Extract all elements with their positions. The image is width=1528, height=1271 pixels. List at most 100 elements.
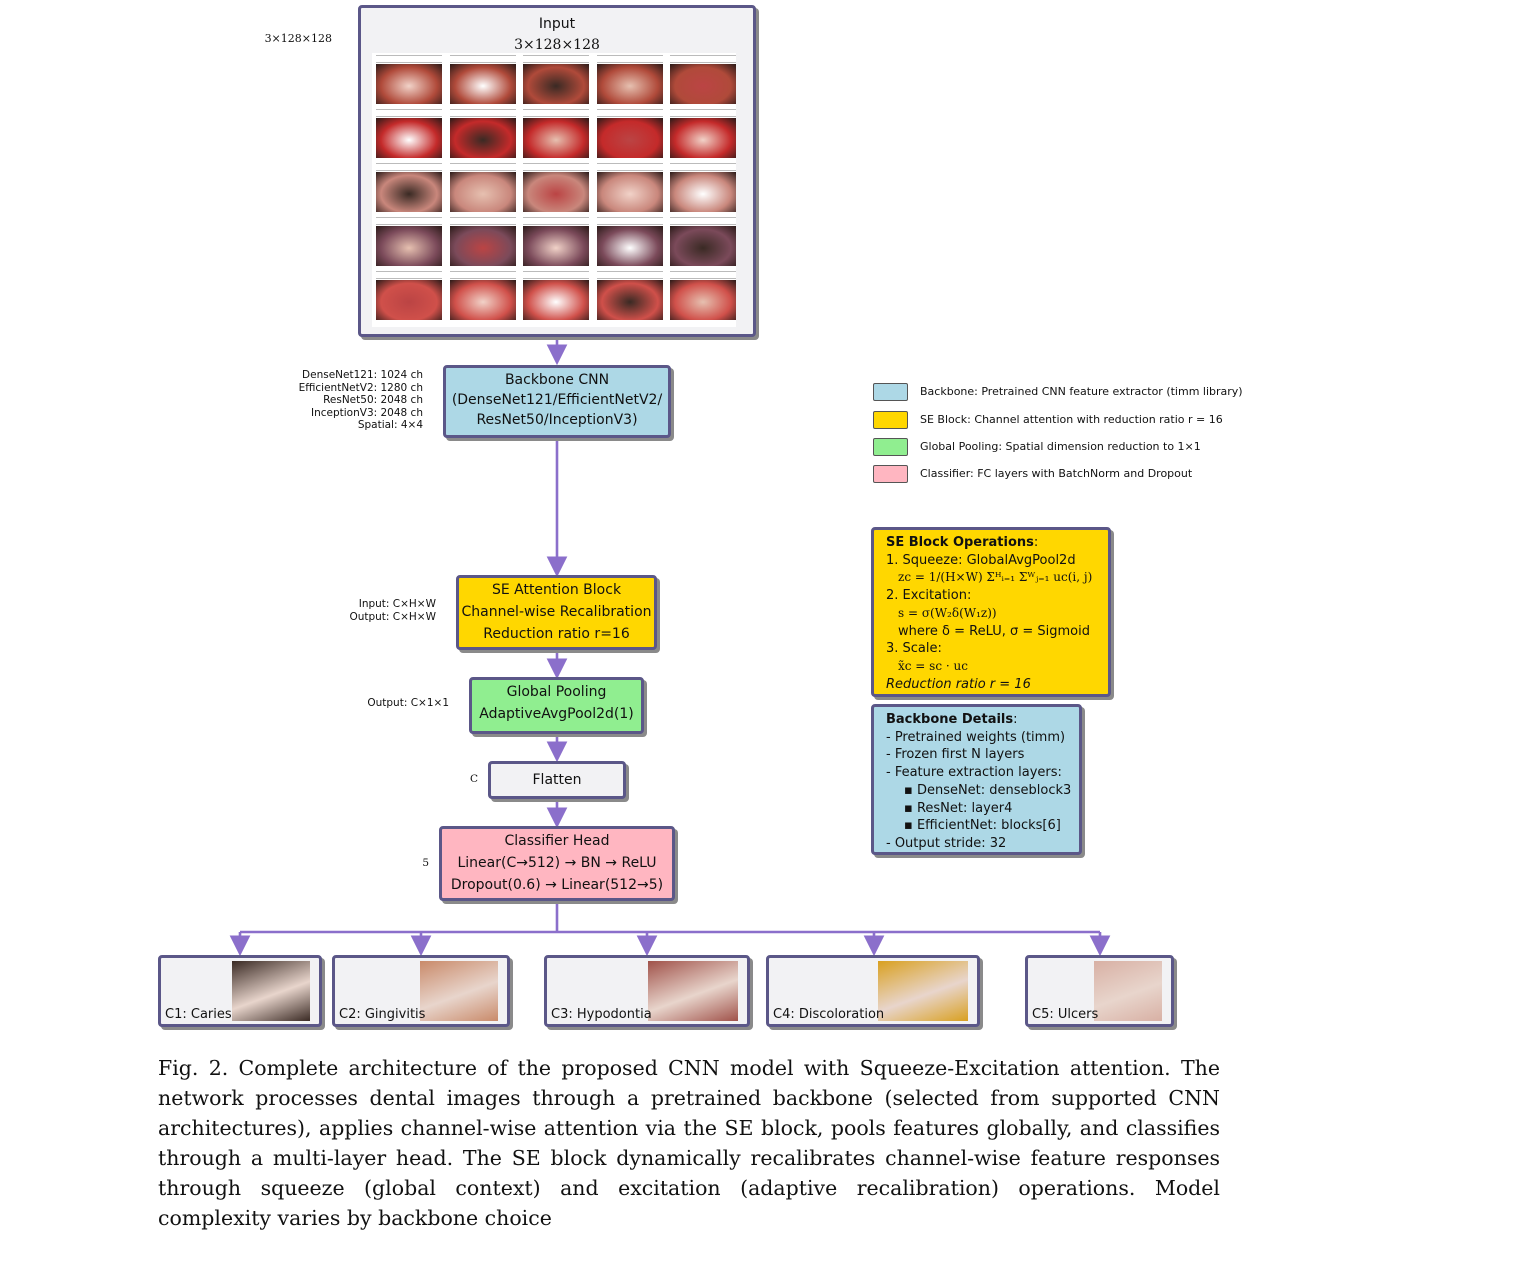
class-label: C3: Hypodontia [551,1007,652,1022]
sample-image [376,118,442,158]
sample-image [449,172,516,212]
sample-image [376,280,442,320]
backbone-details-line: - Output stride: 32 [886,835,1007,851]
sample-caption-mark [596,163,663,171]
sample-caption-mark [449,109,516,117]
class-thumbnail-image [420,961,498,1021]
se-ops-line: 2. Excitation: [886,588,972,604]
backbone-details-line: ▪ EfficientNet: blocks[6] [904,818,1061,834]
sample-image [449,64,516,104]
sample-caption-mark [670,163,736,171]
sample-caption-mark [449,271,516,279]
sample-image [449,118,516,158]
sample-image [523,118,589,158]
sample-image [523,172,589,212]
legend-swatch [873,438,908,456]
backbone-side-notes: DenseNet121: 1024 ch EfficientNetV2: 128… [262,369,423,432]
se-title: SE Attention Block [491,582,622,598]
backbone-details-title: Backbone Details: [886,712,1018,727]
sample-image [523,226,589,266]
class-label: C1: Caries [165,1007,232,1022]
legend-swatch [873,411,908,429]
sample-image-grid [372,53,736,327]
backbone-details-line: - Feature extraction layers: [886,765,1062,781]
output-class-c2: C2: Gingivitis [332,955,510,1027]
sample-caption-mark [670,55,736,63]
backbone-details-line: ▪ DenseNet: denseblock3 [904,782,1072,798]
output-class-c5: C5: Ulcers [1025,955,1174,1027]
sample-caption-mark [670,271,736,279]
sample-image [596,64,663,104]
backbone-details-panel: Backbone Details: - Pretrained weights (… [871,704,1082,855]
sample-caption-mark [596,217,663,225]
sample-caption-mark [376,109,442,117]
backbone-details-line: - Pretrained weights (timm) [886,729,1066,745]
sample-caption-mark [376,271,442,279]
sample-image [376,226,442,266]
sample-caption-mark [670,109,736,117]
legend-swatch [873,383,908,401]
legend-text: SE Block: Channel attention with reducti… [920,413,1223,426]
input-side-label: 3×128×128 [264,32,332,45]
sample-caption-mark [523,163,589,171]
sample-image [670,280,736,320]
legend-swatch [873,465,908,483]
sample-image [523,280,589,320]
sample-image [523,64,589,104]
se-ops-line: where δ = ReLU, σ = Sigmoid [898,623,1090,639]
se-attention-box: SE Attention Block Channel-wise Recalibr… [456,575,657,650]
se-operations-panel: SE Block Operations: 1. Squeeze: GlobalA… [871,527,1111,697]
se-side-notes: Input: C×H×W Output: C×H×W [300,598,436,623]
sample-image [449,226,516,266]
output-class-c4: C4: Discoloration [766,955,980,1027]
global-pooling-box: Global Pooling AdaptiveAvgPool2d(1) [469,677,644,734]
backbone-line3: ResNet50/InceptionV3) [476,412,638,428]
backbone-box: Backbone CNN (DenseNet121/EfficientNetV2… [443,365,671,438]
classifier-title: Classifier Head [504,833,610,849]
sample-image [596,118,663,158]
sample-image [670,118,736,158]
sample-image [596,172,663,212]
output-class-c1: C1: Caries [158,955,322,1027]
backbone-side-line: DenseNet121: 1024 ch [302,369,423,381]
sample-image [670,172,736,212]
flatten-box: Flatten [488,761,626,799]
se-ops-formula: zc = 1/(H×W) Σᴴᵢ₌₁ Σᵂⱼ₌₁ uc(i, j) [898,570,1093,585]
se-line2: Channel-wise Recalibration [461,604,652,620]
flatten-side-note: C [469,773,478,785]
sample-caption-mark [670,217,736,225]
backbone-side-line: Spatial: 4×4 [357,419,423,432]
se-ops-line: 1. Squeeze: GlobalAvgPool2d [886,552,1076,568]
se-ops-formula: x̃c = sc · uc [898,658,968,673]
sample-caption-mark [523,55,589,63]
sample-image [596,280,663,320]
pool-line2: AdaptiveAvgPool2d(1) [479,706,634,722]
sample-caption-mark [596,271,663,279]
sample-caption-mark [449,217,516,225]
sample-caption-mark [523,109,589,117]
legend-text: Backbone: Pretrained CNN feature extract… [920,385,1243,398]
backbone-details-line: - Frozen first N layers [886,747,1025,763]
sample-caption-mark [449,55,516,63]
class-label: C2: Gingivitis [339,1007,426,1022]
se-side-line: Input: C×H×W [358,598,436,610]
sample-caption-mark [376,163,442,171]
backbone-title: Backbone CNN [504,372,610,388]
sample-image [376,64,442,104]
class-thumbnail-image [648,961,738,1021]
se-ops-line: Reduction ratio r = 16 [886,676,1031,692]
legend-text: Global Pooling: Spatial dimension reduct… [920,440,1201,453]
classifier-side-note: 5 [422,857,429,869]
sample-image [376,172,442,212]
se-ops-line: 3. Scale: [886,641,942,657]
sample-caption-mark [376,55,442,63]
class-thumbnail-image [878,961,968,1021]
sample-caption-mark [523,217,589,225]
sample-caption-mark [449,163,516,171]
class-label: C5: Ulcers [1032,1007,1099,1022]
input-dims: 3×128×128 [514,37,600,53]
backbone-details-line: ▪ ResNet: layer4 [904,800,1013,816]
class-label: C4: Discoloration [773,1007,885,1022]
sample-image [449,280,516,320]
